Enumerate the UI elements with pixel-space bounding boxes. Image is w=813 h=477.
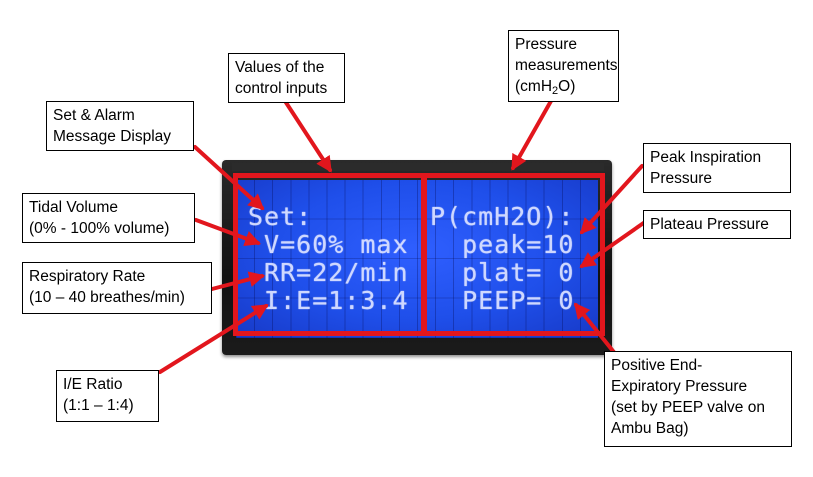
arrow-ie-ratio [158, 304, 269, 374]
callout-peak-inspiration-line2: Pressure [650, 170, 713, 187]
lcd-board-edge [232, 163, 604, 171]
callout-pressure-unit-open: (cmH [515, 78, 553, 95]
callout-peep-line3: (set by PEEP valve on [611, 399, 765, 416]
arrow-respiratory-rate [210, 271, 266, 291]
callout-pressure-unit: (cmH2O) [515, 76, 612, 102]
callout-ie-ratio-line1: I/E Ratio [63, 376, 123, 393]
lcd-ie-ratio-value: I:E=1:3.4 [248, 286, 409, 315]
callout-peak-inspiration-pressure: Peak Inspiration Pressure [643, 143, 791, 193]
arrow-control-inputs [283, 99, 332, 173]
lcd-plateau-pressure-value: plat= 0 [430, 258, 575, 287]
lcd-pressure-header: P(cmH2O): [430, 202, 575, 231]
display-section-divider [421, 173, 427, 336]
lcd-peep-value: PEEP= 0 [430, 286, 575, 315]
lcd-respiratory-rate-value: RR=22/min [248, 258, 409, 287]
arrow-pressure-measurements [511, 99, 553, 171]
arrow-plateau-pressure [579, 220, 647, 268]
callout-set-alarm-line2: Message Display [53, 128, 172, 145]
callout-respiratory-rate: Respiratory Rate (10 – 40 breathes/min) [22, 262, 212, 314]
lcd-peak-pressure-value: peak=10 [430, 230, 575, 259]
callout-control-inputs: Values of the control inputs [228, 53, 345, 103]
callout-tidal-volume-line1: Tidal Volume [29, 199, 119, 216]
callout-ie-ratio: I/E Ratio (1:1 – 1:4) [56, 370, 159, 422]
callout-respiratory-rate-line2: (10 – 40 breathes/min) [29, 289, 185, 306]
callout-pressure-line2: measurements [515, 57, 618, 74]
callout-pressure-unit-subscript: 2 [552, 85, 559, 97]
display-outline-frame [233, 173, 605, 336]
callout-peak-inspiration-line1: Peak Inspiration [650, 149, 762, 166]
callout-pressure-line1: Pressure [515, 36, 578, 53]
callout-pressure-unit-close: O) [558, 78, 576, 95]
callout-plateau-line1: Plateau Pressure [650, 216, 769, 233]
callout-set-alarm-line1: Set & Alarm [53, 107, 135, 124]
callout-control-inputs-line1: Values of the [235, 59, 325, 76]
callout-tidal-volume-line2: (0% - 100% volume) [29, 220, 170, 237]
arrow-tidal-volume [194, 218, 262, 247]
callout-respiratory-rate-line1: Respiratory Rate [29, 268, 146, 285]
arrow-peak-pressure [579, 164, 644, 235]
callout-pressure-measurements: Pressure measurements (cmH2O) [508, 30, 619, 102]
callout-peep-line1: Positive End- [611, 357, 703, 374]
callout-set-alarm-display: Set & Alarm Message Display [46, 101, 194, 151]
arrow-set-alarm [193, 145, 265, 211]
callout-tidal-volume: Tidal Volume (0% - 100% volume) [22, 193, 195, 243]
callout-control-inputs-line2: control inputs [235, 80, 328, 97]
callout-peep-line2: Expiratory Pressure [611, 378, 748, 395]
callout-plateau-pressure: Plateau Pressure [643, 210, 791, 239]
lcd-pixel-grid [236, 180, 598, 338]
lcd-tidal-volume-value: V=60% max [248, 230, 409, 259]
callout-ie-ratio-line2: (1:1 – 1:4) [63, 397, 134, 414]
callout-peep: Positive End- Expiratory Pressure (set b… [604, 351, 792, 447]
callout-peep-line4: Ambu Bag) [611, 420, 689, 437]
lcd-screen: Set: V=60% max RR=22/min I:E=1:3.4 P(cmH… [236, 180, 598, 338]
arrow-peep [573, 302, 619, 358]
